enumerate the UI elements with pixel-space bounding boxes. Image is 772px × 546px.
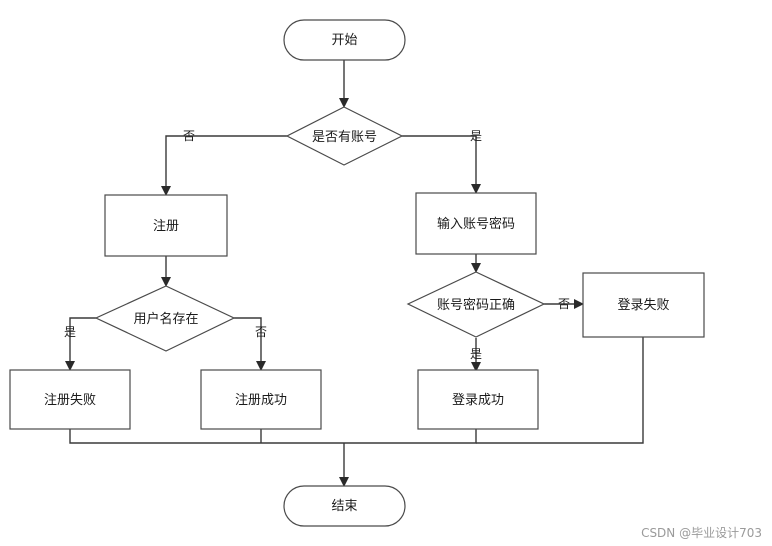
node-register-success: 注册成功 bbox=[200, 369, 322, 430]
label-has-account-no: 否 bbox=[183, 129, 195, 143]
edge-username-exists-no bbox=[234, 317, 266, 371]
label-credentials-correct-no: 否 bbox=[558, 297, 570, 311]
edge-login-success-merge bbox=[344, 429, 477, 444]
node-register: 注册 bbox=[104, 194, 228, 257]
edge-labels: 否 是 是 否 否 是 bbox=[64, 129, 570, 361]
label-credentials-correct-yes: 是 bbox=[470, 347, 482, 361]
node-start-label: 开始 bbox=[331, 33, 357, 48]
node-register-fail-label: 注册失败 bbox=[44, 393, 96, 408]
watermark: CSDN @毕业设计703 bbox=[641, 526, 762, 540]
node-username-exists-label: 用户名存在 bbox=[133, 311, 198, 327]
node-input-credentials-label: 输入账号密码 bbox=[437, 216, 515, 232]
edge-username-exists-yes bbox=[65, 317, 96, 371]
node-register-fail: 注册失败 bbox=[9, 369, 131, 430]
edge-has-account-yes bbox=[402, 135, 481, 194]
node-input-credentials: 输入账号密码 bbox=[415, 192, 537, 255]
edge-register-fail-merge bbox=[69, 429, 344, 444]
edge-has-account-no bbox=[161, 135, 287, 196]
label-username-exists-no: 否 bbox=[255, 325, 267, 339]
node-has-account-label: 是否有账号 bbox=[312, 130, 377, 145]
node-start: 开始 bbox=[283, 19, 406, 61]
edge-login-fail-merge bbox=[476, 337, 644, 444]
label-username-exists-yes: 是 bbox=[64, 325, 76, 339]
node-credentials-correct-label: 账号密码正确 bbox=[437, 297, 515, 313]
node-end: 结束 bbox=[283, 485, 406, 527]
node-has-account: 是否有账号 bbox=[285, 106, 404, 166]
node-username-exists: 用户名存在 bbox=[94, 285, 236, 352]
node-credentials-correct: 账号密码正确 bbox=[406, 271, 546, 338]
node-login-success-label: 登录成功 bbox=[452, 393, 504, 408]
node-login-fail: 登录失败 bbox=[582, 272, 705, 338]
connectors bbox=[65, 60, 644, 487]
node-end-label: 结束 bbox=[331, 499, 357, 514]
node-login-success: 登录成功 bbox=[417, 369, 539, 430]
node-register-success-label: 注册成功 bbox=[235, 393, 287, 408]
node-login-fail-label: 登录失败 bbox=[617, 298, 669, 313]
node-register-label: 注册 bbox=[153, 219, 179, 234]
label-has-account-yes: 是 bbox=[470, 129, 482, 143]
